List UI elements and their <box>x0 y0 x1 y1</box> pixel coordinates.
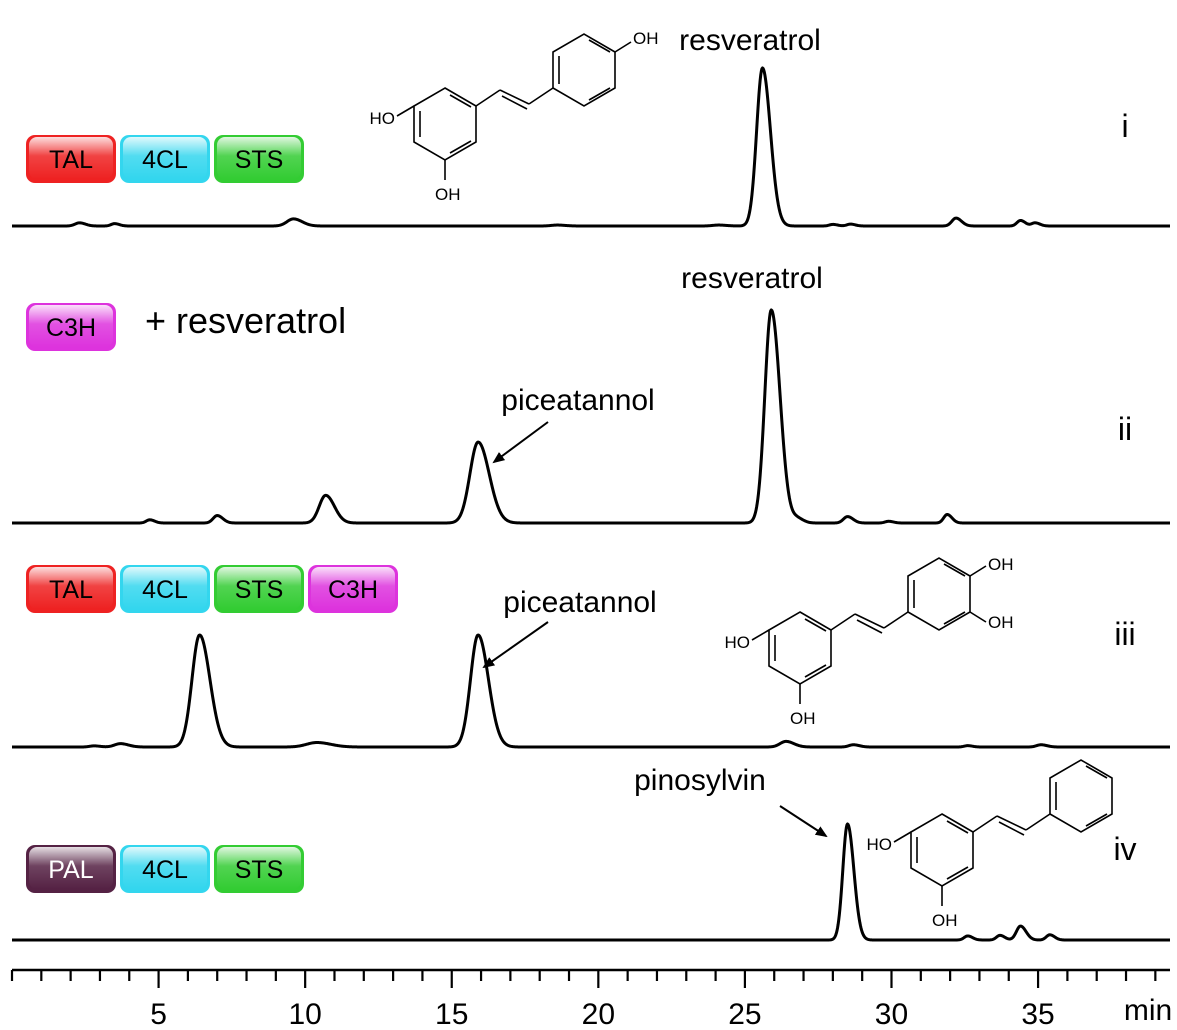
enzyme-badge-c3h: C3H <box>26 303 116 351</box>
x-axis-title: min <box>1124 994 1172 1027</box>
enzyme-badge-4cl: 4CL <box>120 565 210 613</box>
enzyme-badge-sts: STS <box>214 135 304 183</box>
arrow-pinosylvin-iv <box>779 805 828 838</box>
enzyme-badge-sts: STS <box>214 565 304 613</box>
oh-label: OH <box>932 911 958 930</box>
pinosylvin-structure: HO OH <box>867 759 1113 930</box>
peak-label-pinosylvin-iv: pinosylvin <box>634 764 766 797</box>
enzyme-badge-label: C3H <box>46 314 96 342</box>
resveratrol-structure: HO OH OH <box>370 29 659 204</box>
oh-label: OH <box>988 613 1014 632</box>
panel-label-i: i <box>1121 108 1128 144</box>
x-tick-label: 20 <box>582 998 615 1030</box>
x-tick-label: 25 <box>728 998 761 1030</box>
enzyme-badge-label: STS <box>235 856 284 884</box>
trace-ii <box>11 308 1171 525</box>
x-tick-label: 15 <box>435 998 468 1030</box>
arrow-piceatannol-iii <box>482 621 549 669</box>
oh-label: HO <box>867 835 893 854</box>
trace-i <box>11 66 1171 228</box>
enzyme-badges-panel-iii: TAL 4CL STS C3H <box>26 565 398 613</box>
enzyme-badge-label: TAL <box>49 146 93 174</box>
enzyme-badge-label: STS <box>235 146 284 174</box>
enzyme-badge-c3h: C3H <box>308 565 398 613</box>
enzyme-badge-label: 4CL <box>142 146 188 174</box>
enzyme-badge-label: STS <box>235 576 284 604</box>
enzyme-badges-panel-i: TAL 4CL STS <box>26 135 304 183</box>
enzyme-badge-tal: TAL <box>26 135 116 183</box>
x-axis: 5 10 15 20 25 30 35 min <box>10 968 1172 1030</box>
oh-label: OH <box>435 185 461 204</box>
panel-label-iv: iv <box>1113 831 1136 867</box>
oh-label: OH <box>790 709 816 728</box>
oh-label: OH <box>633 29 659 48</box>
peak-label-resveratrol-i: resveratrol <box>679 24 821 57</box>
x-tick-label: 5 <box>150 998 167 1030</box>
enzyme-badge-tal: TAL <box>26 565 116 613</box>
enzyme-badges-panel-ii: C3H <box>26 303 116 351</box>
oh-label: HO <box>725 633 751 652</box>
panel-ii: C3H + resveratrol resveratrol piceatanno… <box>26 262 1132 464</box>
enzyme-badge-sts: STS <box>214 845 304 893</box>
enzyme-badge-label: TAL <box>49 576 93 604</box>
enzyme-badge-4cl: 4CL <box>120 135 210 183</box>
enzyme-badge-label: PAL <box>48 856 93 884</box>
panel-label-iii: iii <box>1114 616 1135 652</box>
enzyme-badge-pal: PAL <box>26 845 116 893</box>
enzyme-badge-label: C3H <box>328 576 378 604</box>
chromatogram-traces <box>11 66 1171 942</box>
substrate-feed-label: + resveratrol <box>145 300 346 341</box>
arrow-piceatannol-ii <box>492 421 549 464</box>
panel-iii: TAL 4CL STS C3H piceatannol iii HO OH OH OH <box>26 555 1136 728</box>
peak-label-resveratrol-ii: resveratrol <box>681 262 823 295</box>
panel-iv: PAL 4CL STS pinosylvin iv HO OH <box>26 759 1137 930</box>
piceatannol-structure: HO OH OH OH <box>725 555 1014 728</box>
enzyme-badge-label: 4CL <box>142 576 188 604</box>
x-tick-label: 10 <box>288 998 321 1030</box>
x-axis-ticks: 5 10 15 20 25 30 35 <box>10 970 1157 1030</box>
oh-label: HO <box>370 109 396 128</box>
panel-i: TAL 4CL STS resveratrol i HO OH OH <box>26 24 1129 204</box>
panel-label-ii: ii <box>1118 411 1132 447</box>
oh-label: OH <box>988 555 1014 574</box>
x-tick-label: 35 <box>1021 998 1054 1030</box>
enzyme-badge-4cl: 4CL <box>120 845 210 893</box>
trace-iii <box>11 633 1171 749</box>
peak-label-piceatannol-iii: piceatannol <box>503 586 656 619</box>
enzyme-badges-panel-iv: PAL 4CL STS <box>26 845 304 893</box>
trace-iv <box>11 822 1171 942</box>
enzyme-badge-label: 4CL <box>142 856 188 884</box>
peak-label-piceatannol-ii: piceatannol <box>501 384 654 417</box>
x-tick-label: 30 <box>875 998 908 1030</box>
